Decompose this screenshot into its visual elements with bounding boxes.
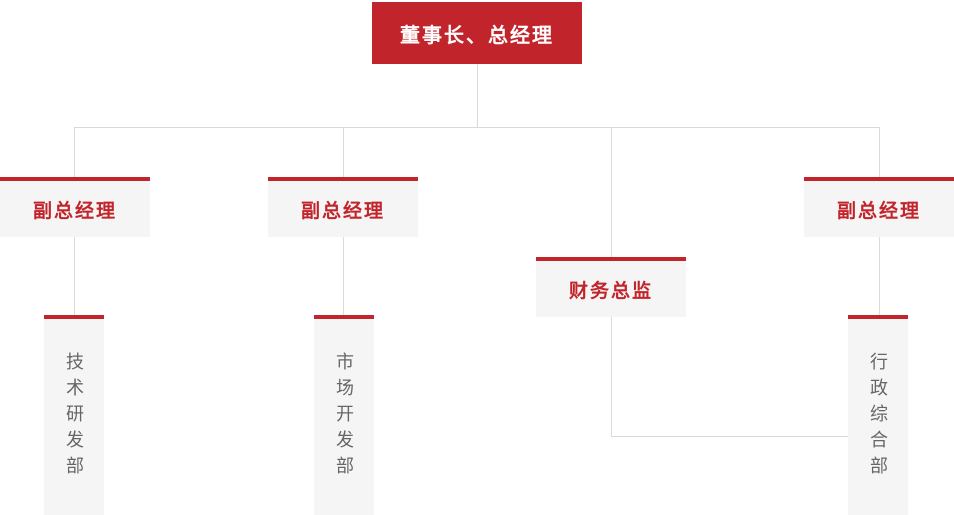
node-label: 行政综合部 bbox=[868, 352, 888, 482]
org-node-admin-dept: 行政综合部 bbox=[848, 315, 908, 515]
connector-drop-vp-right bbox=[879, 127, 880, 177]
connector-cfo-to-admin bbox=[611, 436, 848, 437]
connector-cfo-down bbox=[611, 317, 612, 436]
connector-vp-right-to-dept bbox=[879, 237, 880, 317]
org-node-cfo: 财务总监 bbox=[536, 257, 686, 317]
connector-level2-bus bbox=[74, 127, 880, 128]
connector-drop-vp-left bbox=[74, 127, 75, 177]
node-label: 副总经理 bbox=[300, 200, 385, 222]
node-label: 财务总监 bbox=[568, 280, 653, 302]
org-node-tech-rd-dept: 技术研发部 bbox=[44, 315, 104, 515]
connector-vp-middle-to-dept bbox=[343, 237, 344, 315]
org-node-vp-middle: 副总经理 bbox=[268, 177, 418, 237]
connector-root-down bbox=[477, 64, 478, 127]
connector-drop-vp-middle bbox=[343, 127, 344, 177]
node-label: 董事长、总经理 bbox=[400, 24, 554, 47]
connector-drop-cfo bbox=[611, 127, 612, 257]
org-node-chairman-gm: 董事长、总经理 bbox=[372, 2, 582, 64]
node-label: 市场开发部 bbox=[334, 352, 354, 482]
org-node-vp-right: 副总经理 bbox=[804, 177, 954, 237]
org-node-vp-left: 副总经理 bbox=[0, 177, 150, 237]
connector-vp-left-to-dept bbox=[74, 237, 75, 315]
org-node-market-dev-dept: 市场开发部 bbox=[314, 315, 374, 515]
node-label: 技术研发部 bbox=[64, 352, 84, 482]
node-label: 副总经理 bbox=[836, 200, 921, 222]
node-label: 副总经理 bbox=[32, 200, 117, 222]
